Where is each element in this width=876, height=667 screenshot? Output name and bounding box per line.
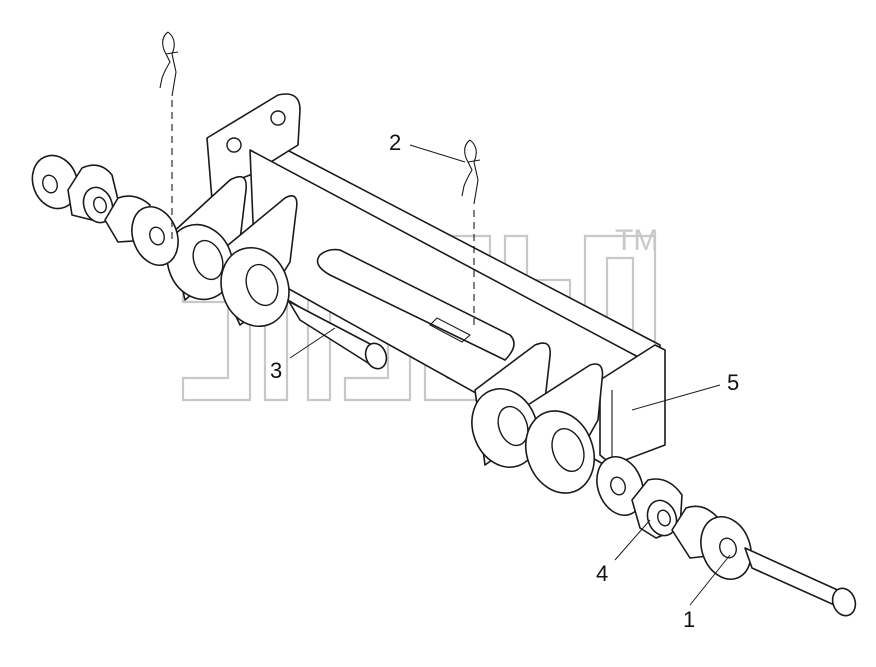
callout-5: 5 [727, 370, 739, 395]
right-clevis [471, 342, 604, 494]
left-flanged-bushing [104, 195, 179, 266]
right-flanged-bushing [671, 505, 752, 580]
callout-3: 3 [270, 358, 282, 383]
left-bushing [67, 164, 121, 224]
clevis-pin-right [744, 547, 857, 617]
callout-1: 1 [683, 607, 695, 632]
left-washer [31, 154, 79, 210]
right-hair-pin-clip [461, 139, 481, 330]
clevis-pin-left [287, 299, 388, 370]
watermark-tm: TM [615, 224, 658, 257]
callout-2: 2 [389, 130, 401, 155]
callout-4: 4 [596, 561, 608, 586]
left-clevis [166, 175, 298, 328]
right-bushing [631, 478, 683, 539]
left-hair-pin-clip [159, 31, 179, 240]
callout-leaders [289, 144, 731, 606]
